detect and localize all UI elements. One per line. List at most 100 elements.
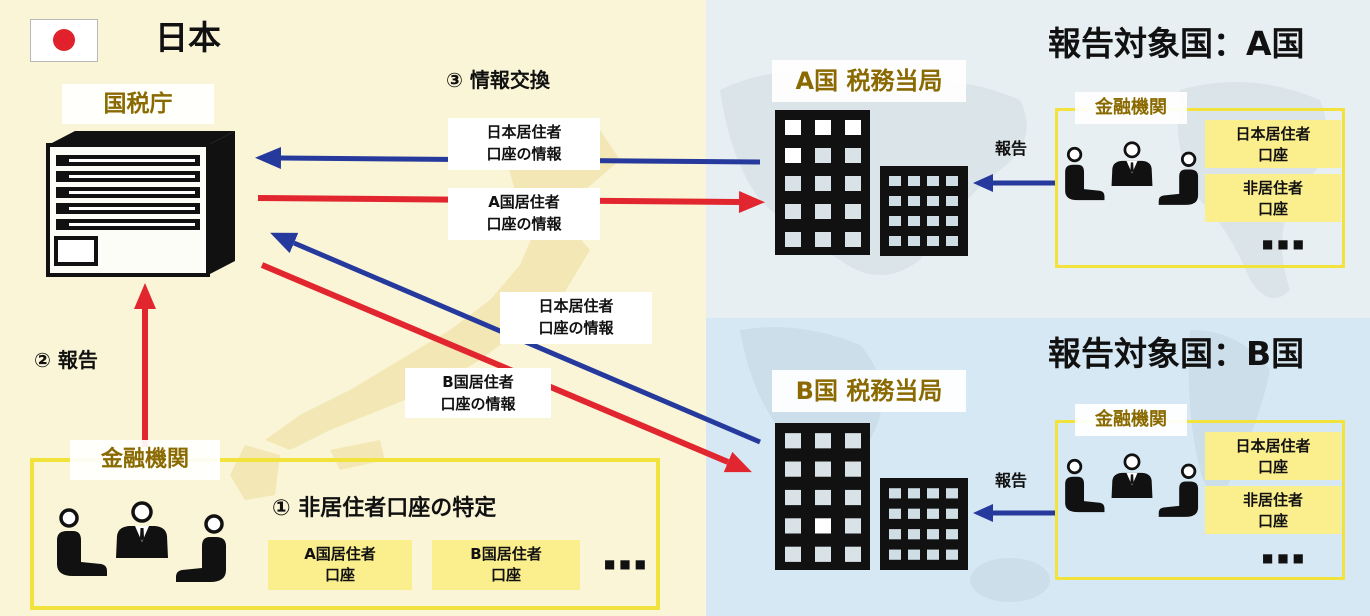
- account-label-line-1: 日本居住者: [1235, 125, 1311, 143]
- country-b-institution-label: 金融機関: [1075, 404, 1187, 436]
- building-window: [927, 508, 939, 519]
- flow-label-line-2: 口座の情報: [440, 395, 516, 413]
- flow-label-japan-residents-from-b: 日本居住者 口座の情報: [500, 292, 652, 344]
- building-window: [889, 529, 901, 540]
- identify-accounts-step: ① 非居住者口座の特定: [272, 496, 497, 521]
- japan-title: 日本: [155, 18, 221, 57]
- country-b-report-label: 報告: [995, 471, 1028, 490]
- country-a-report-label: 報告: [995, 139, 1028, 158]
- building-window: [927, 236, 939, 246]
- building-window: [927, 196, 939, 206]
- japan-map-shikoku: [330, 440, 385, 470]
- building-window: [785, 546, 801, 562]
- account-box-non-residents: 非居住者 口座: [1205, 174, 1341, 222]
- building-window: [908, 236, 920, 246]
- flow-label-line-2: 口座の情報: [486, 215, 562, 233]
- building-window: [815, 176, 831, 191]
- building-window: [845, 546, 861, 562]
- flow-label-a-residents: A国居住者 口座の情報: [448, 188, 600, 240]
- flow-label-line-1: 日本居住者: [538, 297, 614, 315]
- country-b-title: 報告対象国：B国: [1048, 334, 1305, 373]
- tax-agency-label: 国税庁: [62, 84, 214, 124]
- account-label-line-1: B国居住者: [470, 545, 542, 563]
- country-a-title: 報告対象国：A国: [1048, 24, 1305, 63]
- people-icon: [52, 500, 232, 588]
- building-window: [815, 461, 831, 477]
- building-window: [908, 529, 920, 540]
- building-window: [946, 508, 958, 519]
- flow-label-japan-residents-from-a: 日本居住者 口座の情報: [448, 118, 600, 170]
- building-window: [845, 461, 861, 477]
- people-icon: [1062, 140, 1202, 210]
- flow-label-line-1: B国居住者: [442, 373, 514, 391]
- more-ellipsis: ■■■: [1262, 551, 1309, 565]
- flag-red-disc: [53, 29, 75, 51]
- server-icon: [46, 131, 235, 277]
- country-a-tax-authority-label: A国 税務当局: [772, 60, 966, 102]
- building-window: [815, 232, 831, 247]
- building-window: [785, 176, 801, 191]
- flow-label-line-1: A国居住者: [488, 193, 560, 211]
- building-window: [908, 216, 920, 226]
- building-window: [845, 433, 861, 449]
- account-label-line-2: 口座: [1257, 200, 1288, 218]
- building-window: [815, 433, 831, 449]
- building-window: [927, 529, 939, 540]
- building-window: [927, 176, 939, 186]
- building-window: [946, 549, 958, 560]
- building-window: [889, 236, 901, 246]
- building-window: [889, 196, 901, 206]
- building-window: [908, 196, 920, 206]
- account-box-japan-residents: 日本居住者 口座: [1205, 120, 1341, 168]
- building-window: [889, 216, 901, 226]
- account-box-b-residents: B国居住者 口座: [432, 540, 580, 590]
- building-window: [908, 176, 920, 186]
- building-window: [815, 489, 831, 506]
- japan-flag-icon: [30, 19, 98, 62]
- building-window: [785, 433, 801, 449]
- account-box-a-residents: A国居住者 口座: [268, 540, 412, 590]
- building-window: [785, 518, 801, 534]
- building-window: [845, 176, 861, 191]
- building-window: [889, 508, 901, 519]
- building-window: [845, 148, 861, 163]
- building-window: [845, 489, 861, 506]
- building-window: [946, 236, 958, 246]
- building-window: [889, 488, 901, 499]
- tall-building-icon: [775, 110, 870, 255]
- building-window: [815, 120, 831, 135]
- world-map-australia: [970, 558, 1050, 602]
- short-building-icon: [880, 166, 968, 256]
- building-window: [946, 176, 958, 186]
- account-box-japan-residents: 日本居住者 口座: [1205, 432, 1341, 480]
- building-window: [785, 461, 801, 477]
- building-window: [785, 204, 801, 219]
- account-label-line-1: A国居住者: [304, 545, 376, 563]
- building-window: [946, 196, 958, 206]
- building-window: [815, 148, 831, 163]
- building-window: [815, 518, 831, 534]
- tall-building-icon: [775, 423, 870, 570]
- account-label-line-2: 口座: [1257, 146, 1288, 164]
- flow-label-b-residents: B国居住者 口座の情報: [405, 368, 551, 418]
- account-label-line-1: 非居住者: [1242, 491, 1303, 509]
- japan-institution-label: 金融機関: [70, 440, 220, 480]
- country-a-institution-label: 金融機関: [1075, 92, 1187, 124]
- country-b-tax-authority-label: B国 税務当局: [772, 370, 966, 412]
- exchange-step-label: ③ 情報交換: [446, 68, 550, 92]
- building-window: [908, 488, 920, 499]
- account-label-line-1: 日本居住者: [1235, 437, 1311, 455]
- building-window: [845, 232, 861, 247]
- account-label-line-2: 口座: [1257, 512, 1288, 530]
- building-window: [908, 508, 920, 519]
- account-label-line-2: 口座: [1257, 458, 1288, 476]
- more-ellipsis: ■■■: [604, 557, 651, 571]
- japan-institution-frame: [30, 458, 660, 610]
- account-label-line-2: 口座: [490, 566, 521, 584]
- more-ellipsis: ■■■: [1262, 237, 1309, 251]
- flow-label-line-1: 日本居住者: [486, 123, 562, 141]
- account-box-non-residents: 非居住者 口座: [1205, 486, 1341, 534]
- building-window: [889, 549, 901, 560]
- report-step-label: ② 報告: [34, 348, 98, 372]
- account-label-line-2: 口座: [324, 566, 355, 584]
